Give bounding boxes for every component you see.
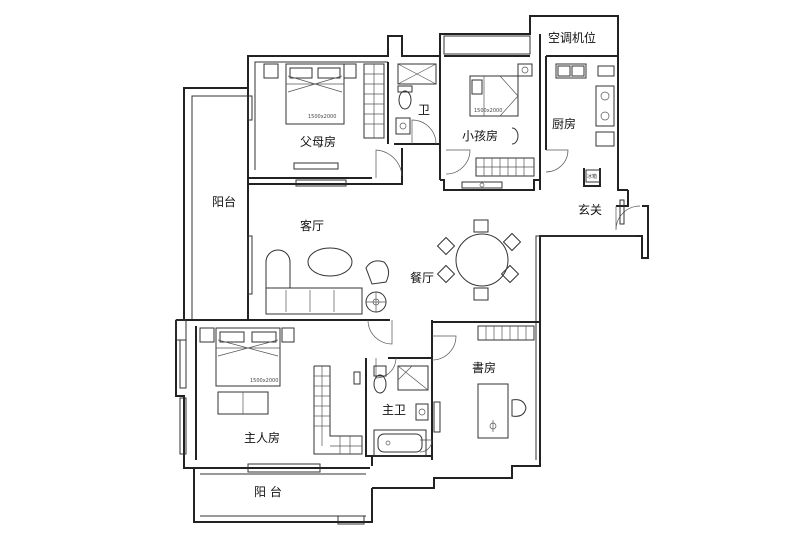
label-ac-unit: 空调机位 xyxy=(548,30,596,45)
bath-small-fixtures xyxy=(395,63,437,135)
master-bed: 1500x2000 xyxy=(199,327,295,415)
label-dining-room: 餐厅 xyxy=(410,270,434,285)
label-kids-room: 小孩房 xyxy=(462,128,498,143)
label-bathroom-small: 卫 xyxy=(418,103,430,117)
master-bath-fixtures xyxy=(373,365,441,457)
svg-text:冰箱: 冰箱 xyxy=(587,173,597,180)
parents-wardrobe xyxy=(363,63,385,139)
master-closet xyxy=(313,365,363,455)
label-study: 書房 xyxy=(472,360,496,375)
label-entrance: 玄关 xyxy=(578,202,602,217)
interior-walls xyxy=(194,34,618,469)
label-kitchen: 厨房 xyxy=(552,116,576,131)
label-living-room: 客厅 xyxy=(300,218,324,233)
kitchen-fixtures: 冰箱 xyxy=(555,63,615,183)
kids-bed-size: 1500x2000 xyxy=(474,108,502,114)
label-balcony-south: 阳 台 xyxy=(254,484,282,499)
label-balcony-west: 阳台 xyxy=(212,194,236,209)
label-master-bath: 主卫 xyxy=(382,403,406,417)
windows xyxy=(175,35,625,525)
living-sofa xyxy=(265,247,390,315)
label-parents-room: 父母房 xyxy=(300,134,336,149)
parents-bed-size: 1500x2000 xyxy=(308,114,336,120)
room-labels: 父母房 卫 小孩房 厨房 空调机位 阳台 客厅 玄关 餐厅 主人房 主卫 書房 … xyxy=(212,30,602,499)
study-furniture xyxy=(477,325,535,439)
label-master-room: 主人房 xyxy=(244,430,280,445)
parents-bed: 1500x2000 xyxy=(263,63,357,125)
dining-table xyxy=(436,219,522,301)
kids-bed: 1500x2000 xyxy=(469,63,533,145)
kids-wardrobe xyxy=(461,157,535,189)
master-bed-size: 1500x2000 xyxy=(250,378,278,384)
